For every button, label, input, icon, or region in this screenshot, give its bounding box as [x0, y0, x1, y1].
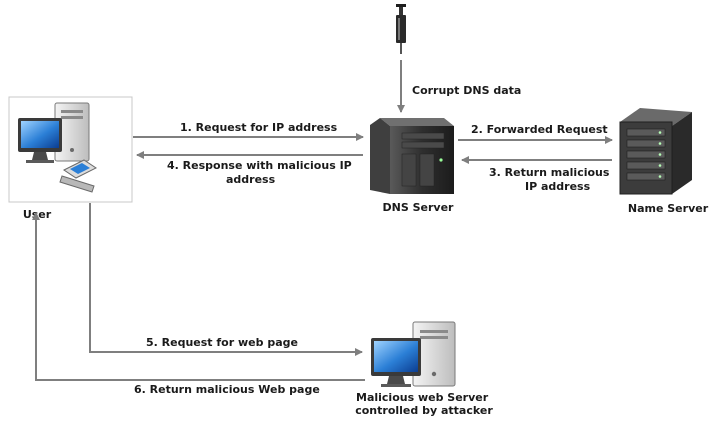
step4-label-line1: 4. Response with malicious IP — [167, 159, 352, 172]
step1-label: 1. Request for IP address — [180, 121, 338, 134]
user-node: User — [8, 96, 133, 221]
step4-label: 4. Response with malicious IP address — [167, 159, 356, 186]
step5-label: 5. Request for web page — [146, 336, 298, 349]
desktop-computer-icon — [371, 321, 456, 387]
dns-server-node: DNS Server — [370, 118, 454, 214]
name-server-label: Name Server — [628, 202, 709, 215]
step3-label-line1: 3. Return malicious — [489, 166, 610, 179]
flip-phone-icon — [59, 159, 97, 193]
malicious-server-node: Malicious web Server controlled by attac… — [355, 321, 493, 417]
step2-label: 2. Forwarded Request — [471, 123, 608, 136]
rack-server-icon — [619, 108, 692, 195]
desktop-computer-icon — [18, 102, 90, 163]
server-tower-icon — [370, 118, 454, 194]
user-label: User — [23, 208, 52, 221]
step6-label: 6. Return malicious Web page — [134, 383, 320, 396]
syringe-icon — [396, 4, 406, 54]
name-server-node: Name Server — [619, 108, 709, 215]
malicious-server-label: Malicious web Server controlled by attac… — [355, 391, 493, 417]
dns-server-label: DNS Server — [383, 201, 455, 214]
malicious-server-label-line1: Malicious web Server — [356, 391, 489, 404]
step4-label-line2: address — [226, 173, 276, 186]
step3-label-line2: IP address — [525, 180, 591, 193]
corrupt-dns-data-label: Corrupt DNS data — [412, 84, 521, 97]
malicious-server-label-line2: controlled by attacker — [355, 404, 493, 417]
step3-label: 3. Return malicious IP address — [489, 166, 613, 193]
arrow-step6 — [32, 212, 365, 381]
arrow-step5 — [89, 203, 363, 356]
